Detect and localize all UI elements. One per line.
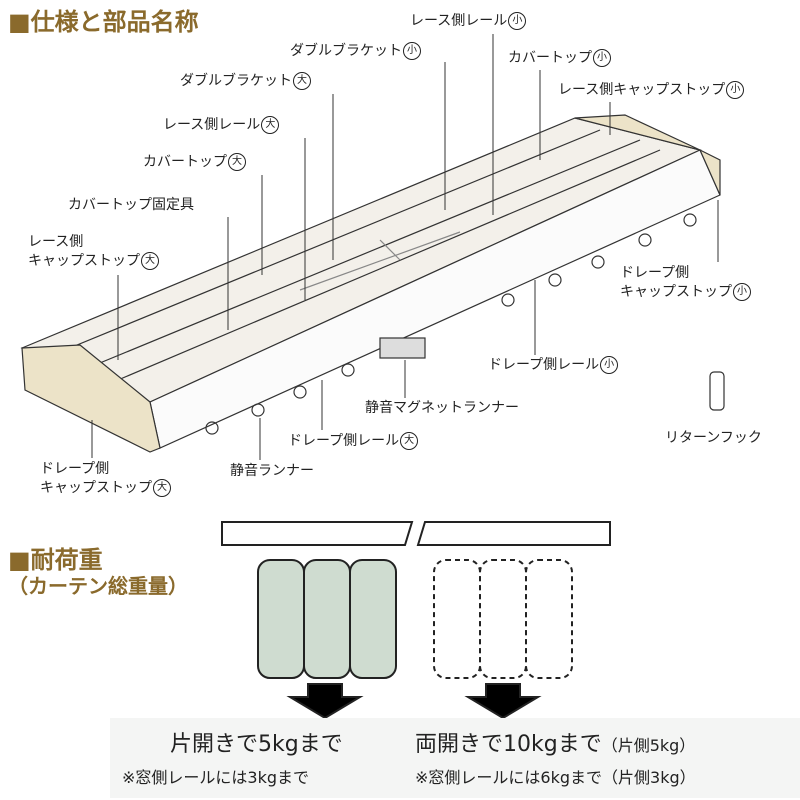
label-lace-rail-small: レース側レール小: [410, 12, 527, 31]
section-title-parts: ■仕様と部品名称: [8, 8, 199, 36]
runners: [205, 213, 697, 435]
return-hook-icon: [709, 371, 725, 411]
label-cover-top-large: カバートップ大: [143, 153, 246, 172]
label-lace-rail-large: レース側レール大: [163, 116, 280, 135]
label-cover-top-small: カバートップ小: [508, 49, 611, 68]
label-cover-top-fixture: カバートップ固定具: [68, 197, 194, 213]
arrow-down-icon: [286, 683, 364, 720]
label-silent-runner: 静音ランナー: [230, 463, 314, 479]
double-open-note: ※窓側レールには6kgまで（片側3kg）: [415, 768, 696, 787]
label-drape-rail-small: ドレープ側レール小: [488, 356, 619, 375]
label-return-hook: リターンフック: [665, 430, 762, 446]
cap-right: [574, 114, 721, 196]
load-text-band: [110, 718, 800, 798]
double-open-load: 両開きで10kgまで（片側5kg）: [415, 732, 696, 757]
leader-lines: [91, 34, 719, 460]
single-open-load: 片開きで5kgまで: [170, 732, 343, 757]
label-silent-magnet-runner: 静音マグネットランナー: [365, 400, 519, 416]
arrow-down-icon: [464, 683, 542, 720]
section-title-load: ■耐荷重: [8, 546, 103, 574]
single-open-note: ※窓側レールには3kgまで: [122, 768, 310, 787]
label-lace-capstop-large: レース側キャップストップ大: [28, 233, 159, 271]
label-drape-capstop-small: ドレープ側キャップストップ小: [620, 264, 751, 302]
label-lace-capstop-small: レース側キャップストップ小: [558, 81, 745, 100]
cap-left: [21, 344, 161, 453]
label-drape-capstop-large: ドレープ側キャップストップ大: [40, 460, 171, 498]
section-subtitle-load: （カーテン総重量）: [8, 574, 188, 598]
label-double-bracket-large: ダブルブラケット大: [180, 72, 311, 91]
label-drape-rail-large: ドレープ側レール大: [288, 432, 419, 451]
load-illustration: [221, 521, 611, 720]
label-double-bracket-small: ダブルブラケット小: [290, 42, 421, 61]
